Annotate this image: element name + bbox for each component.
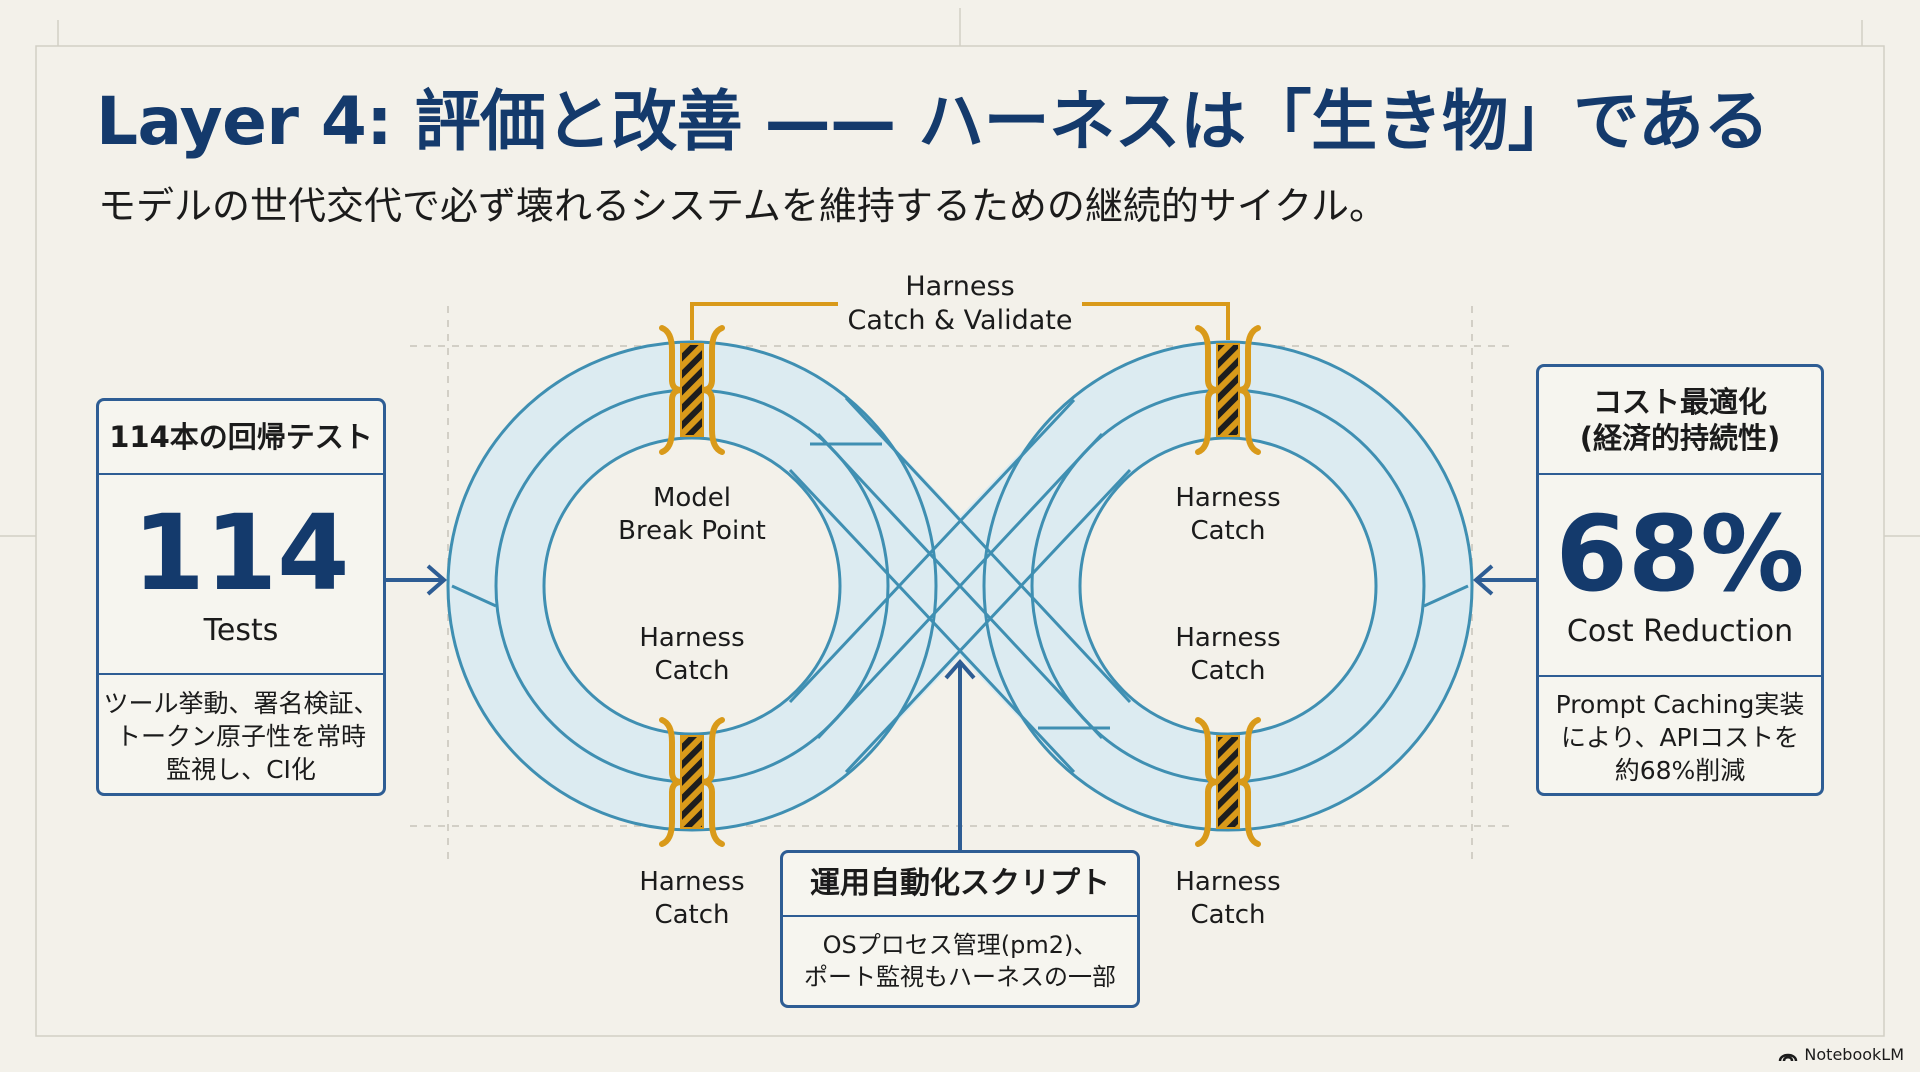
arrow-right-icon [386,564,448,596]
arrow-up-icon [944,658,976,850]
label-right-inner-top-catch: Harness Catch [1175,483,1281,546]
notebooklm-logo-icon [1779,1053,1798,1061]
brand-name: NotebookLM [1804,1045,1904,1064]
cost-optimization-description: Prompt Caching実装 により、APIコストを 約68%削減 [1555,689,1805,785]
clamp-bottom-left [659,717,725,847]
ops-automation-description: OSプロセス管理(pm2)、 ポート監視もハーネスの一部 [804,931,1116,991]
regression-tests-metric: 114 Tests [99,475,383,675]
page-subtitle: モデルの世代交代で必ず壊れるシステムを維持するための継続的サイクル。 [98,184,1387,228]
label-top-catch-validate: Harness Catch & Validate [847,271,1073,336]
arrow-left-icon [1472,564,1536,596]
regression-tests-number: 114 [132,491,350,614]
page-title: Layer 4: 評価と改善 —— ハーネスは「生き物」である [96,83,1769,160]
clamp-bottom-right [1195,717,1261,847]
label-left-inner-catch: Harness Catch [639,623,745,686]
cost-optimization-number: 68% [1555,492,1805,615]
clamp-icon [659,325,1261,847]
clamp-top-left [659,325,725,455]
cost-optimization-unit: Cost Reduction [1566,613,1794,649]
label-left-outer-catch: Harness Catch [639,867,745,930]
regression-tests-description: ツール挙動、署名検証、 トークン原子性を常時 監視し、CI化 [103,688,379,784]
clamp-top-right [1195,325,1261,455]
regression-tests-unit: Tests [203,612,279,648]
infinity-outlines [446,340,1474,832]
blueprint-frame [0,8,1920,1037]
cost-optimization-metric: 68% Cost Reduction [1539,475,1821,677]
ops-automation-heading: 運用自動化スクリプト [783,853,1137,917]
cost-optimization-heading: コスト最適化 (経済的持続性) [1539,367,1821,475]
ops-automation-card: 運用自動化スクリプト OSプロセス管理(pm2)、 ポート監視もハーネスの一部 [780,850,1140,1008]
regression-tests-heading: 114本の回帰テスト [99,401,383,475]
top-label-bracket [690,302,1230,340]
label-model-break-point: Model Break Point [618,483,766,546]
label-right-outer-catch: Harness Catch [1175,867,1281,930]
regression-tests-card: 114本の回帰テスト 114 Tests ツール挙動、署名検証、 トークン原子性… [96,398,386,796]
notebooklm-brand: NotebookLM [1778,1045,1904,1064]
cost-optimization-card: コスト最適化 (経済的持続性) 68% Cost Reduction Promp… [1536,364,1824,796]
label-right-inner-bottom-catch: Harness Catch [1175,623,1281,686]
